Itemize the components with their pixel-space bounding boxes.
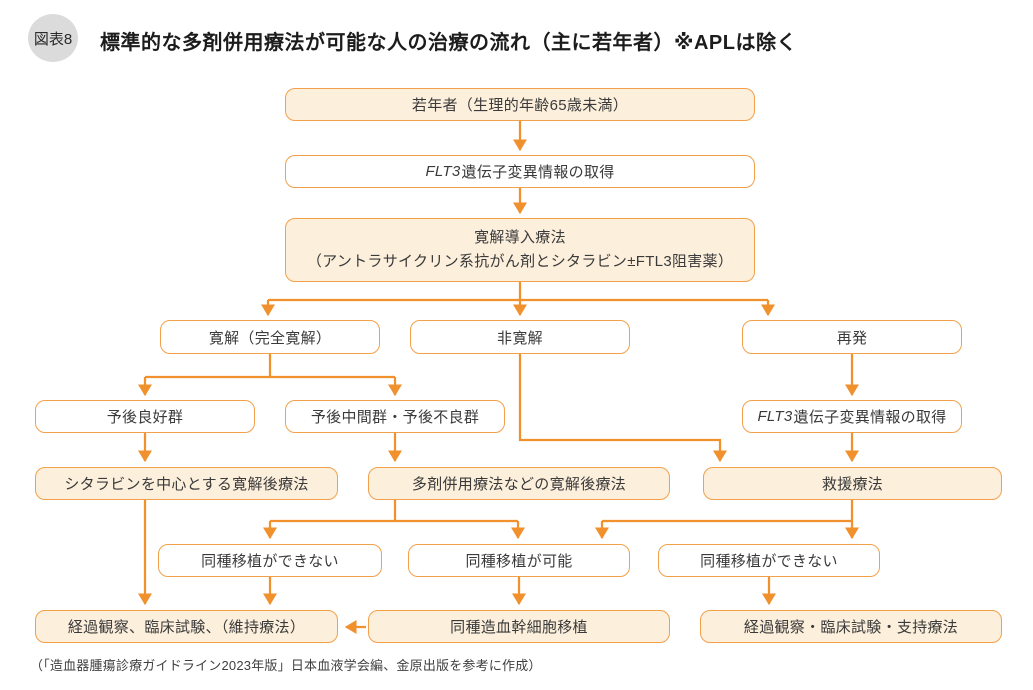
node-label: 遺伝子変異情報の取得 xyxy=(461,164,615,181)
node-label: 再発 xyxy=(836,329,868,347)
node-transplant-possible: 同種移植が可能 xyxy=(408,544,630,577)
node-complete-remission: 寛解（完全寛解） xyxy=(160,320,380,354)
node-induction-therapy: 寛解導入療法 （アントラサイクリン系抗がん剤とシタラビン±FTL3阻害薬） xyxy=(285,218,755,282)
source-citation: （「造血器腫瘍診療ガイドライン2023年版」日本血液学会編、金原出版を参考に作成… xyxy=(30,658,542,673)
connector-lines xyxy=(138,121,859,634)
node-salvage-therapy: 救援療法 xyxy=(703,467,1002,500)
page-title: 標準的な多剤併用療法が可能な人の治療の流れ（主に若年者）※APLは除く xyxy=(100,32,797,54)
node-good-prognosis: 予後良好群 xyxy=(35,400,255,433)
node-label-line2: （アントラサイクリン系抗がん剤とシタラビン±FTL3阻害薬） xyxy=(306,253,734,270)
node-label: 同種移植ができない xyxy=(700,553,838,570)
node-label: 救援療法 xyxy=(821,476,884,493)
node-intermediate-poor-prognosis: 予後中間群・予後不良群 xyxy=(285,400,505,433)
node-label: 非寛解 xyxy=(497,329,543,347)
node-label-line1: 寛解導入療法 xyxy=(474,229,566,246)
node-transplant-not-possible-right: 同種移植ができない xyxy=(658,544,880,577)
node-non-remission: 非寛解 xyxy=(410,320,630,354)
node-allogeneic-hsct: 同種造血幹細胞移植 xyxy=(368,610,670,643)
node-transplant-not-possible-left: 同種移植ができない xyxy=(158,544,382,577)
node-label: 経過観察、臨床試験、（維持療法） xyxy=(67,619,306,636)
node-observation-supportive: 経過観察・臨床試験・支持療法 xyxy=(700,610,1002,643)
figure-badge-label: 図表8 xyxy=(33,30,73,48)
node-label: 若年者（生理的年齢65歳未満） xyxy=(411,97,629,114)
node-label: 同種造血幹細胞移植 xyxy=(450,619,588,636)
node-label: 遺伝子変異情報の取得 xyxy=(793,409,947,426)
node-label: 予後中間群・予後不良群 xyxy=(310,409,480,426)
node-relapse: 再発 xyxy=(742,320,962,354)
node-flt3-testing: FLT3 遺伝子変異情報の取得 xyxy=(285,155,755,188)
node-label: 予後良好群 xyxy=(106,409,184,426)
gene-name-italic: FLT3 xyxy=(757,408,793,425)
node-observation-maintenance: 経過観察、臨床試験、（維持療法） xyxy=(35,610,338,643)
node-label: 同種移植が可能 xyxy=(465,553,573,570)
node-label: 多剤併用療法などの寛解後療法 xyxy=(411,476,627,493)
node-flt3-testing-relapse: FLT3 遺伝子変異情報の取得 xyxy=(742,400,962,433)
node-label: 同種移植ができない xyxy=(201,553,339,570)
node-cytarabine-consolidation: シタラビンを中心とする寛解後療法 xyxy=(35,467,338,500)
node-label: 経過観察・臨床試験・支持療法 xyxy=(743,619,959,636)
node-label: 寛解（完全寛解） xyxy=(208,329,332,347)
node-multidrug-consolidation: 多剤併用療法などの寛解後療法 xyxy=(368,467,670,500)
node-label: シタラビンを中心とする寛解後療法 xyxy=(64,476,309,493)
node-young-adult: 若年者（生理的年齢65歳未満） xyxy=(285,88,755,121)
figure-badge: 図表8 xyxy=(28,14,78,62)
gene-name-italic: FLT3 xyxy=(425,163,461,180)
